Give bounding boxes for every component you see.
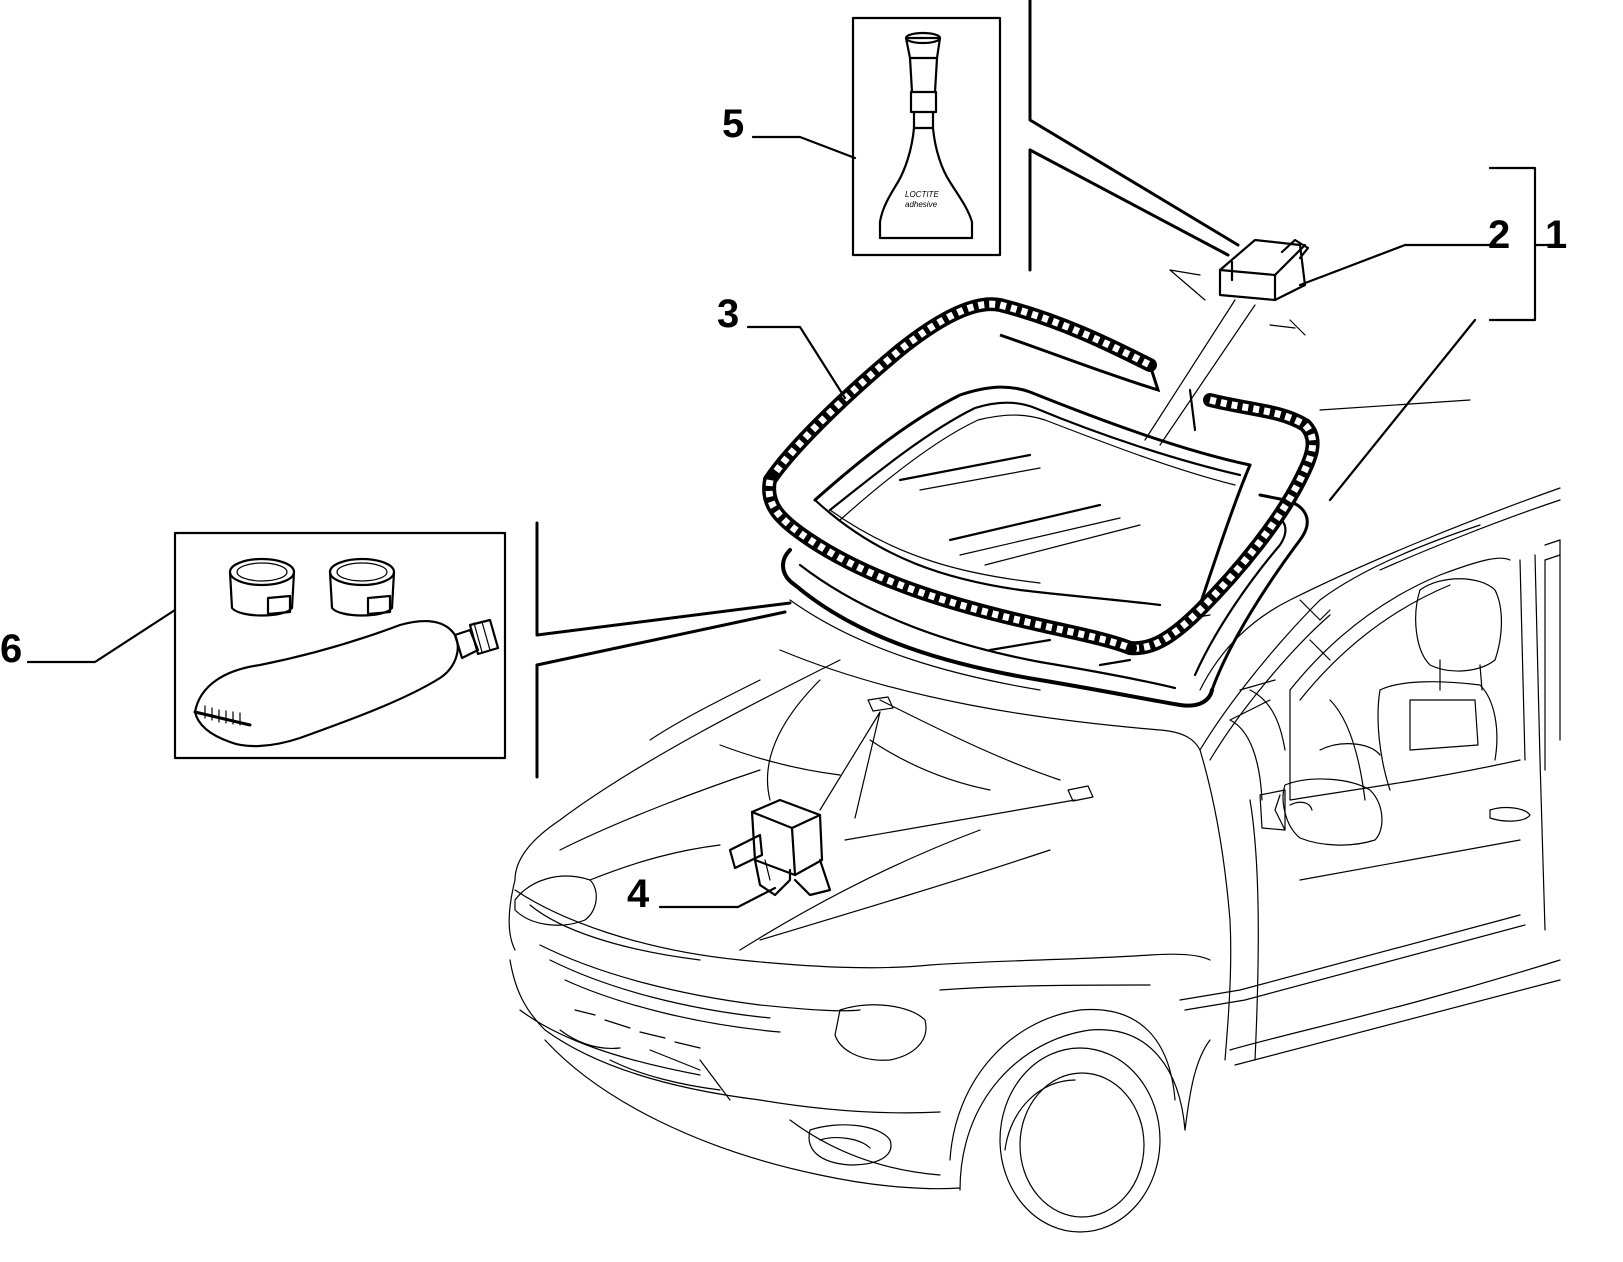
callout-1: 1 xyxy=(1545,213,1567,257)
primer-kit-box-part-6 xyxy=(173,521,792,779)
mounting-clip-part-4 xyxy=(728,798,832,897)
windscreen-glass xyxy=(813,385,1252,667)
leader-lines xyxy=(26,135,1562,909)
adhesive-bottle-icon: LOCTITE adhesive xyxy=(878,31,974,240)
explode-lines xyxy=(819,269,1306,841)
callout-3: 3 xyxy=(717,292,739,336)
primer-jar-2-icon xyxy=(328,557,396,617)
callout-5: 5 xyxy=(722,102,744,146)
primer-jar-1-icon xyxy=(228,557,296,617)
callout-labels: 1 2 3 4 5 6 xyxy=(0,102,1567,916)
bottle-label-text: adhesive xyxy=(905,200,938,209)
windscreen-moulding xyxy=(781,493,1309,708)
car-body-outline xyxy=(508,487,1561,1233)
adhesive-box-part-5: LOCTITE adhesive xyxy=(851,0,1240,272)
mounting-pad-part-2 xyxy=(1218,238,1310,302)
windscreen-gasket-bead xyxy=(762,297,1320,656)
glass-marker-patches xyxy=(867,269,1471,802)
callout-6: 6 xyxy=(0,627,22,671)
primer-tube-icon xyxy=(193,618,500,748)
bottle-brand-text: LOCTITE xyxy=(905,190,939,199)
callout-4: 4 xyxy=(627,872,650,916)
callout-2: 2 xyxy=(1488,213,1510,257)
